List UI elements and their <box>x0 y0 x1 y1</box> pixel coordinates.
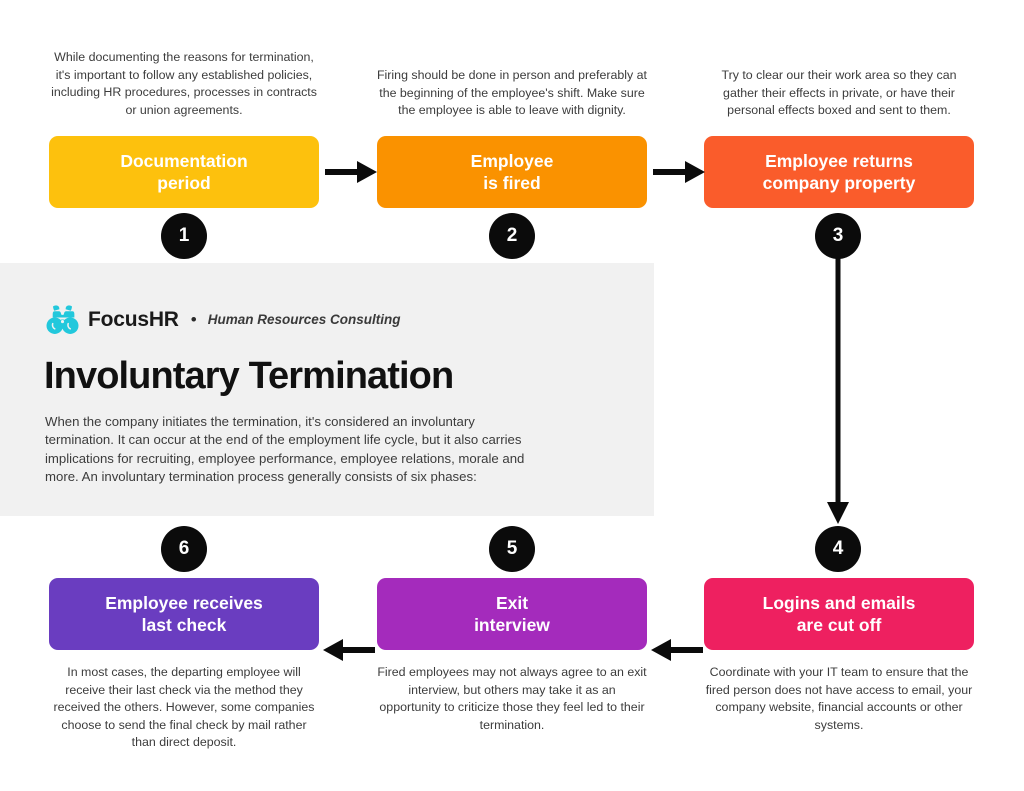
step-caption-2: Firing should be done in person and pref… <box>376 68 648 118</box>
brand-row: FocusHR • Human Resources Consulting <box>46 304 401 335</box>
step-badge-4: 4 <box>815 526 861 572</box>
step-caption-6: In most cases, the departing employee wi… <box>53 665 315 750</box>
process-box-step-5[interactable]: Exit interview <box>377 578 647 650</box>
arrow-step1-to-step2-icon <box>325 161 377 183</box>
step-caption-1: While documenting the reasons for termin… <box>51 50 317 117</box>
process-box-step-1[interactable]: Documentation period <box>49 136 319 208</box>
process-box-label-line1-step-1: Documentation <box>120 151 248 171</box>
process-box-label-line1-step-5: Exit <box>495 593 529 613</box>
step-caption-4: Coordinate with your IT team to ensure t… <box>705 665 973 732</box>
process-box-label-line2-step-6: last check <box>141 615 227 635</box>
process-box-label-line2-step-5: interview <box>474 615 550 635</box>
step-caption-5: Fired employees may not always agree to … <box>377 665 647 732</box>
arrow-step5-to-step6-icon <box>323 639 375 661</box>
brand-separator: • <box>190 310 197 329</box>
process-box-label-line2-step-1: period <box>157 173 211 193</box>
step-badge-3: 3 <box>815 213 861 259</box>
step-caption-3: Try to clear our their work area so they… <box>721 68 957 118</box>
panel-description: When the company initiates the terminati… <box>45 414 525 485</box>
process-box-label-line1-step-2: Employee <box>470 151 554 171</box>
process-box-label-line2-step-2: is fired <box>483 173 541 193</box>
process-box-label-line1-step-4: Logins and emails <box>762 593 916 613</box>
process-box-step-2[interactable]: Employee is fired <box>377 136 647 208</box>
step-badge-6: 6 <box>161 526 207 572</box>
process-box-step-4[interactable]: Logins and emails are cut off <box>704 578 974 650</box>
process-box-label-line2-step-4: are cut off <box>796 615 882 635</box>
step-badge-5: 5 <box>489 526 535 572</box>
arrow-step2-to-step3-icon <box>653 161 705 183</box>
process-box-label-line1-step-3: Employee returns <box>765 151 913 171</box>
process-box-label-line2-step-3: company property <box>762 173 916 193</box>
page-title: Involuntary Termination <box>44 355 454 397</box>
process-box-step-6[interactable]: Employee receives last check <box>49 578 319 650</box>
brand-tagline: Human Resources Consulting <box>207 312 401 327</box>
step-badge-2: 2 <box>489 213 535 259</box>
arrow-step3-to-step4-icon <box>827 252 849 524</box>
step-badge-1: 1 <box>161 213 207 259</box>
binoculars-icon <box>46 305 79 334</box>
process-box-label-line1-step-6: Employee receives <box>105 593 263 613</box>
arrow-step4-to-step5-icon <box>651 639 703 661</box>
brand-name: FocusHR <box>88 307 179 331</box>
process-box-step-3[interactable]: Employee returns company property <box>704 136 974 208</box>
info-panel: FocusHR • Human Resources Consulting Inv… <box>0 263 654 516</box>
